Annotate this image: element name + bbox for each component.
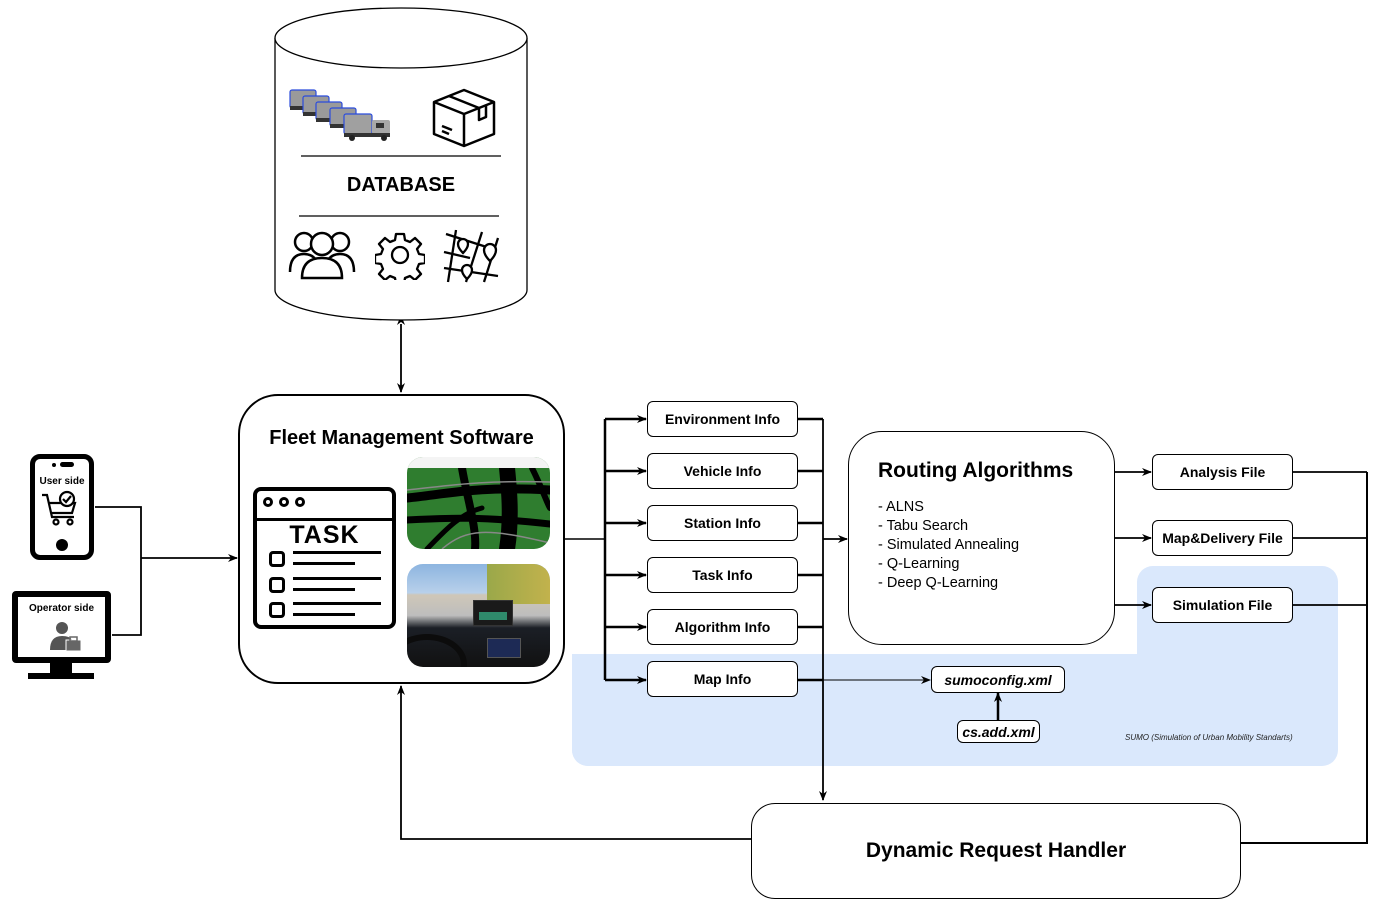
task-line	[293, 602, 381, 605]
task-window-icon: TASK	[253, 487, 396, 629]
task-checkbox	[269, 551, 285, 567]
photo-trees	[487, 564, 550, 604]
window-dot	[279, 497, 289, 507]
window-titlebar-divider	[257, 518, 392, 521]
monitor-neck	[50, 663, 72, 673]
task-checkbox	[269, 602, 285, 618]
algorithm-item: - Deep Q-Learning	[878, 575, 999, 591]
algorithm-item: - ALNS	[878, 499, 924, 515]
map-roads	[407, 468, 550, 549]
database-title: DATABASE	[346, 174, 456, 196]
user-side-phone: User side	[30, 454, 94, 560]
monitor-base	[28, 673, 94, 679]
sumo-simulation-map-image	[407, 457, 550, 549]
phone-speaker	[52, 463, 56, 467]
map-toolbar	[407, 457, 550, 468]
user-side-connector	[95, 506, 142, 636]
routing-algorithms-block	[848, 431, 1115, 645]
map-delivery-file-box[interactable]: Map&Delivery File	[1152, 520, 1293, 556]
operator-person-icon	[50, 622, 82, 652]
files-to-drh-connector	[1241, 472, 1368, 844]
dynamic-request-handler-block[interactable]: Dynamic Request Handler	[751, 803, 1241, 899]
photo-steering-wheel	[407, 634, 467, 667]
drh-to-fleet-arrow	[397, 685, 751, 840]
analysis-file-box[interactable]: Analysis File	[1152, 454, 1293, 490]
environment-info-box[interactable]: Environment Info	[647, 401, 798, 437]
package-box-icon	[432, 88, 496, 148]
task-line	[293, 551, 381, 554]
users-group-icon	[288, 231, 356, 280]
operator-side-monitor: Operator side	[12, 591, 111, 663]
station-info-box[interactable]: Station Info	[647, 505, 798, 541]
routing-algorithms-title: Routing Algorithms	[878, 459, 1074, 482]
algorithm-item: - Simulated Annealing	[878, 537, 1020, 553]
phone-camera	[60, 462, 74, 467]
algorithm-item: - Tabu Search	[878, 518, 969, 534]
task-checkbox	[269, 577, 285, 593]
photo-dash-screen	[487, 638, 521, 658]
window-dot	[295, 497, 305, 507]
algorithm-item: - Q-Learning	[878, 556, 960, 572]
vehicle-info-box[interactable]: Vehicle Info	[647, 453, 798, 489]
photo-tablet-screen	[479, 612, 507, 620]
sumoconfig-file-box[interactable]: sumoconfig.xml	[931, 666, 1065, 693]
algorithm-list: - ALNS - Tabu Search - Simulated Anneali…	[878, 498, 1019, 593]
algorithm-info-box[interactable]: Algorithm Info	[647, 609, 798, 645]
operator-side-label: Operator side	[28, 603, 95, 614]
task-line	[293, 613, 355, 616]
vehicle-dashboard-photo	[407, 564, 550, 667]
shopping-cart-check-icon	[42, 490, 77, 526]
task-line	[293, 588, 355, 591]
map-pins-icon	[443, 229, 500, 283]
task-line	[293, 577, 381, 580]
gear-icon	[375, 232, 425, 280]
cs-add-file-box[interactable]: cs.add.xml	[957, 720, 1040, 743]
task-line	[293, 562, 355, 565]
simulation-file-box[interactable]: Simulation File	[1152, 587, 1293, 623]
user-side-label: User side	[39, 476, 85, 487]
sumo-caption: SUMO (Simulation of Urban Mobility Stand…	[1125, 733, 1293, 742]
delivery-vans-icon	[289, 89, 390, 141]
task-label: TASK	[289, 521, 360, 549]
map-info-box[interactable]: Map Info	[647, 661, 798, 697]
window-dot	[263, 497, 273, 507]
phone-home-button	[56, 539, 68, 551]
fleet-management-title: Fleet Management Software	[269, 427, 534, 449]
task-info-box[interactable]: Task Info	[647, 557, 798, 593]
